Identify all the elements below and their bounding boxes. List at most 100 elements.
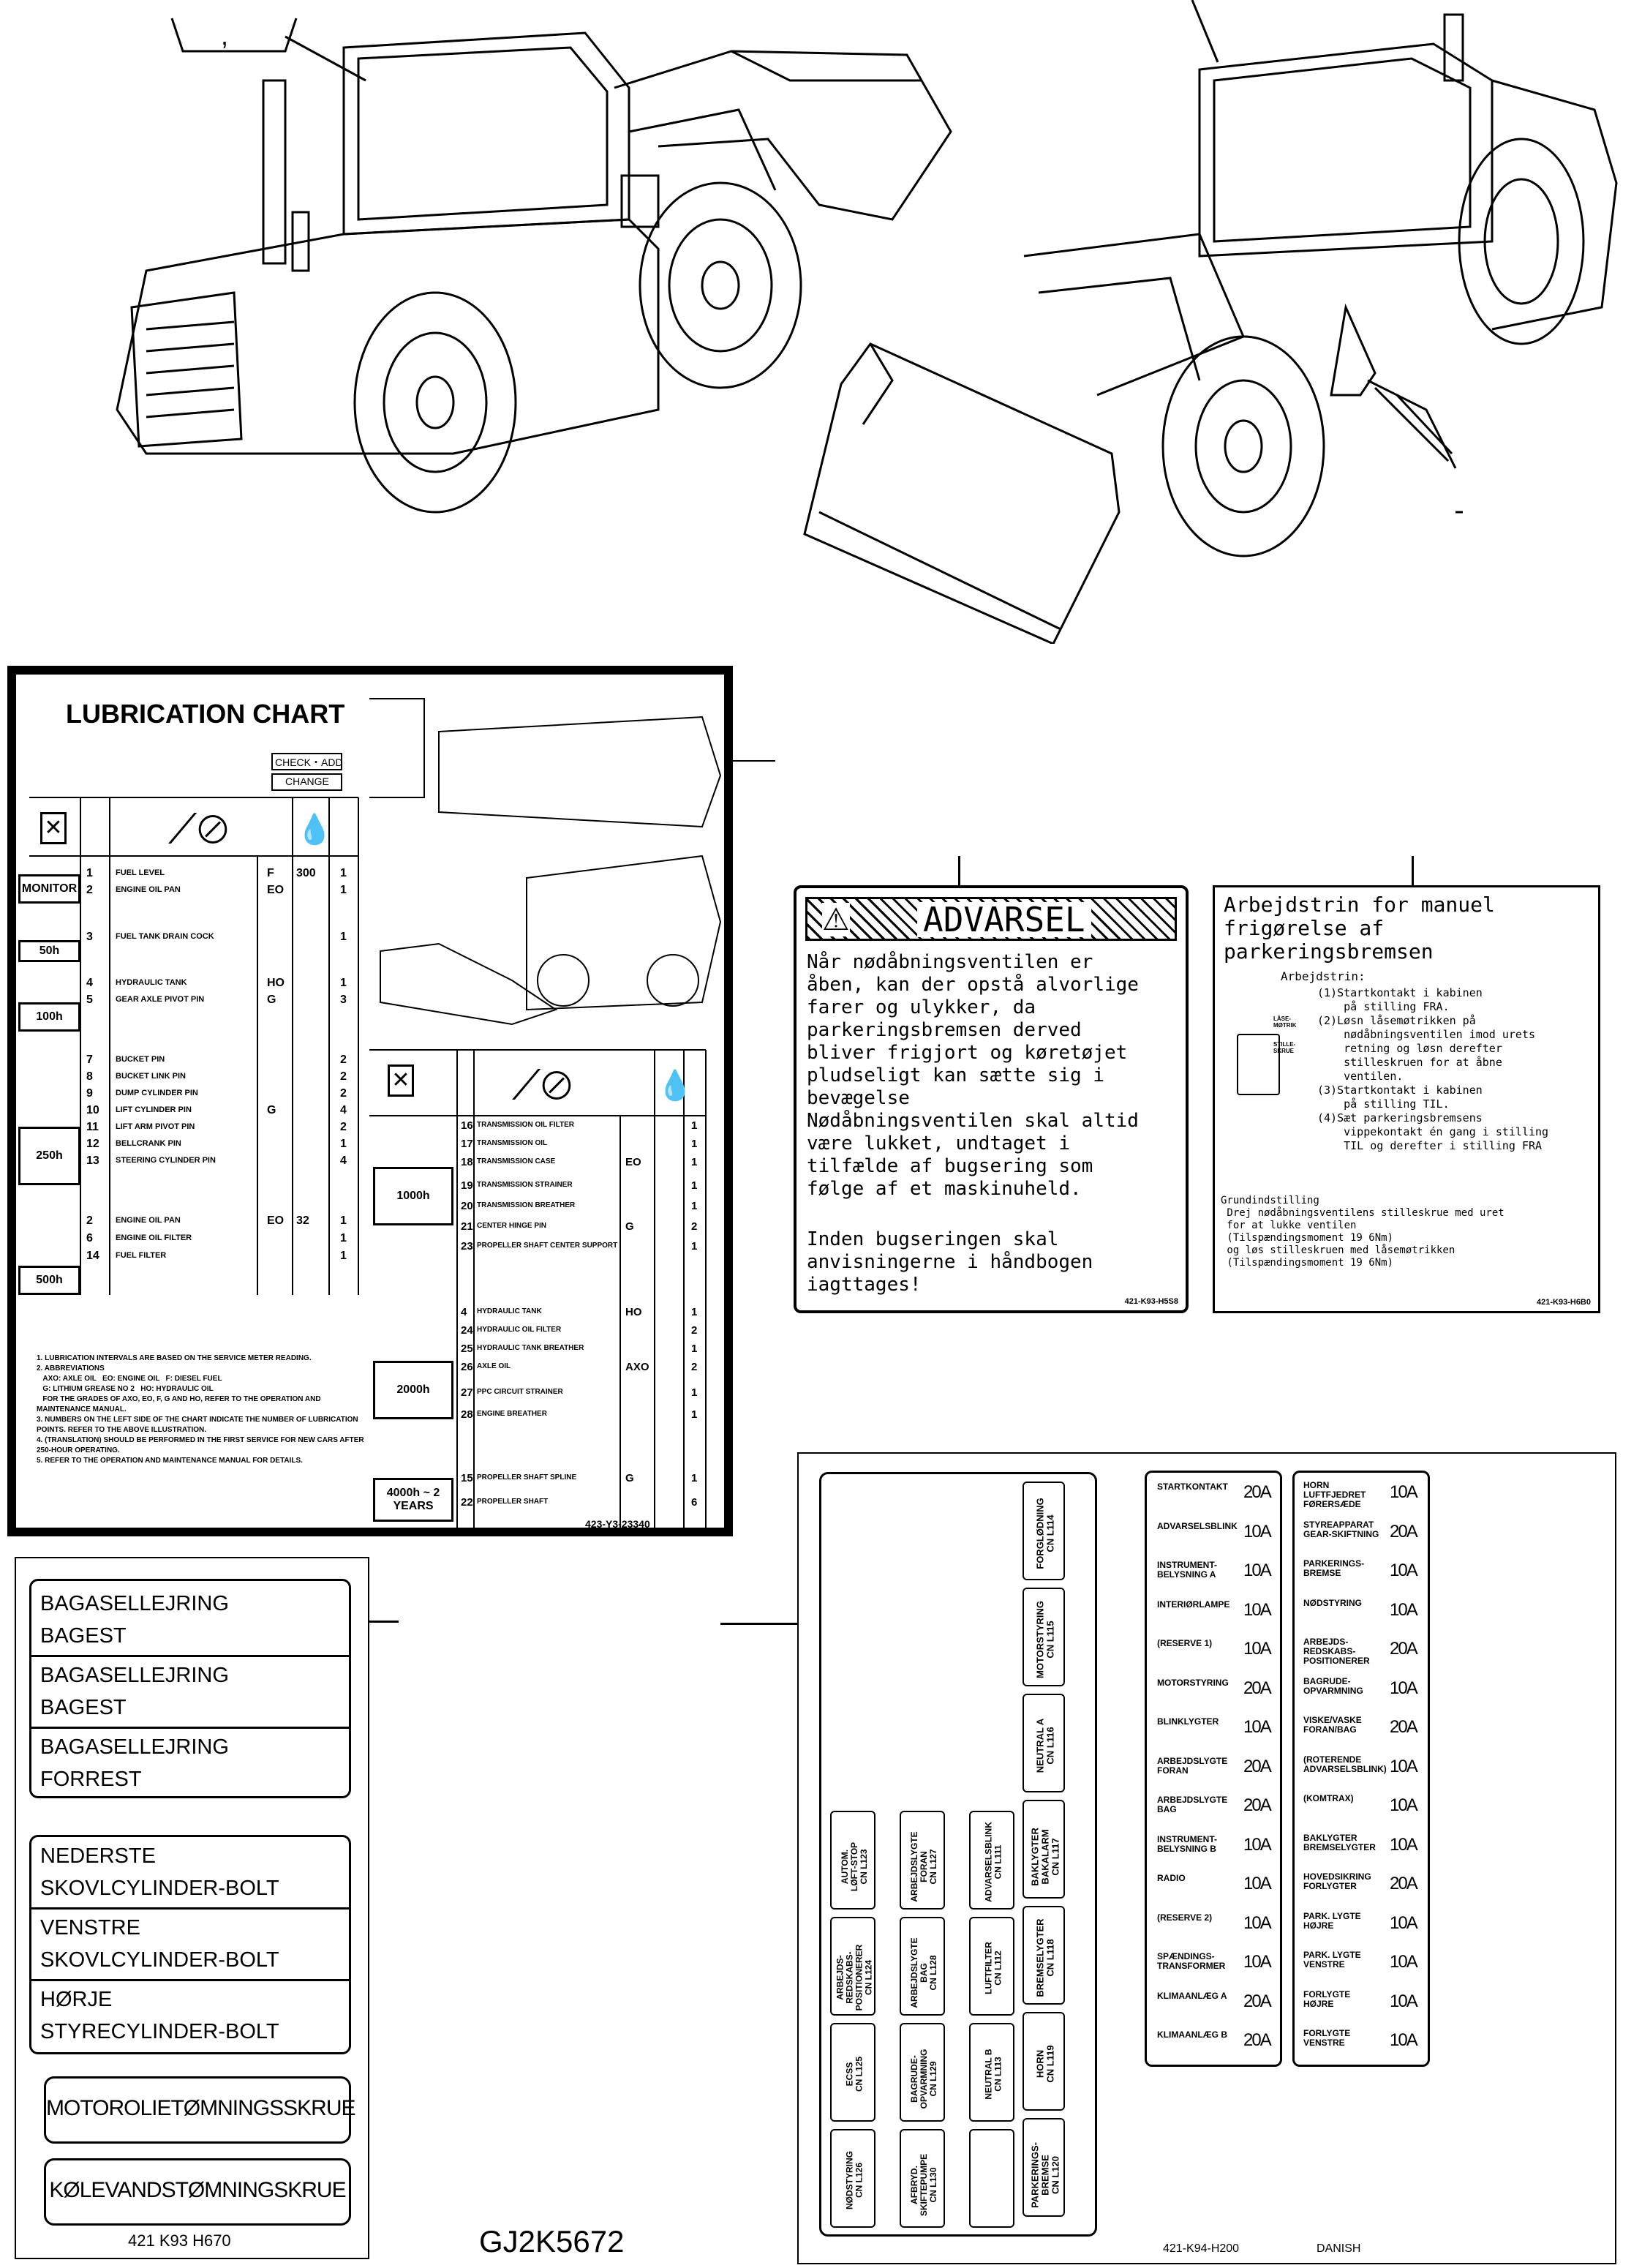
lube-row-name: LIFT CYLINDER PIN <box>116 1105 192 1114</box>
lube-row-count: 1 <box>340 1214 347 1227</box>
lube-row-count: 4 <box>340 1154 347 1167</box>
lube-row-name: FUEL TANK DRAIN COCK <box>116 932 214 941</box>
fuse-name: PARK. LYGTE VENSTRE <box>1303 1950 1361 1970</box>
fuse-name: INTERIØRLAMPE <box>1157 1599 1230 1610</box>
lube-row-oil: G <box>267 994 276 1006</box>
lube-row-count: 2 <box>691 1361 698 1373</box>
fuse-amp: 20A <box>1390 1639 1418 1659</box>
lube-row-code: 15 <box>461 1472 473 1484</box>
advarsel-leader <box>958 856 960 885</box>
fuse-name: ARBEJDSLYGTE FORAN <box>1157 1755 1228 1776</box>
lube-change-label: CHANGE <box>285 776 329 787</box>
lube-row-code: 24 <box>461 1324 473 1337</box>
relay-label: NEUTRAL B CN L113 <box>983 2049 1003 2100</box>
oil-drop-icon-b: 💧 <box>657 1070 693 1102</box>
lube-row-name: ENGINE OIL FILTER <box>116 1233 192 1242</box>
arbejd-partno: 421-K93-H6B0 <box>1537 1298 1591 1307</box>
lube-row-count: 1 <box>691 1200 698 1212</box>
lube-row-code: 5 <box>86 994 93 1006</box>
interval-arrow: 500h <box>18 1266 80 1295</box>
lube-row-code: 9 <box>86 1087 93 1100</box>
lube-row-count: 1 <box>340 884 347 896</box>
lube-row-name: PPC CIRCUIT STRAINER <box>477 1388 563 1396</box>
relay-cell: ARBEJDSLYGTE BAG CN L128 <box>900 1917 945 2016</box>
lube-check-icon: ✕ <box>40 812 67 844</box>
lube-row-code: 1 <box>86 867 93 879</box>
lube-row-name: BUCKET PIN <box>116 1055 165 1064</box>
lube-row-name: TRANSMISSION CASE <box>477 1157 556 1165</box>
lube-row-code: 11 <box>86 1121 99 1133</box>
lube-row-code: 20 <box>461 1200 473 1212</box>
lube-row-name: PROPELLER SHAFT SPLINE <box>477 1473 577 1482</box>
machine-illustrations <box>116 0 1618 644</box>
top-marker: , <box>221 20 229 50</box>
lube-row-code: 14 <box>86 1250 99 1262</box>
fuse-amp: 10A <box>1243 1717 1272 1737</box>
relay-cell: NØDSTYRING CN L126 <box>830 2129 875 2228</box>
lube-row-name: CENTER HINGE PIN <box>477 1222 547 1230</box>
lube-row-name: FUEL LEVEL <box>116 868 165 877</box>
advarsel-body2: Inden bugseringen skal anvisningerne i h… <box>807 1228 1093 1296</box>
lube-row-count: 2 <box>340 1054 347 1066</box>
labels-group-2-box <box>29 1835 351 2054</box>
lube-row-code: 27 <box>461 1386 473 1399</box>
fuse-name: (RESERVE 2) <box>1157 1912 1213 1923</box>
fuse-name: ARBEJDSLYGTE BAG <box>1157 1795 1228 1814</box>
lube-row-name: AXLE OIL <box>477 1362 511 1370</box>
fuse-amp: 10A <box>1390 1834 1418 1855</box>
lube-row-code: 2 <box>86 884 93 896</box>
lube-row-count: 1 <box>340 977 347 989</box>
lube-row-code: 28 <box>461 1408 473 1421</box>
relay-label: ARBEJDS- REDSKABS- POSITIONERER CN L124 <box>835 1944 874 2011</box>
arbejd-leader <box>1412 856 1414 885</box>
lube-row-code: 18 <box>461 1156 473 1168</box>
fuse-name: KLIMAANLÆG A <box>1157 1990 1227 2001</box>
arbejd-fig-lasemotrik: LÅSE- MØTRIK <box>1273 1015 1297 1029</box>
relay-cell: BAKLYGTER BAKALARM CN L117 <box>1023 1800 1065 1899</box>
lube-row-oil: F <box>267 867 274 879</box>
fuse-name: BLINKLYGTER <box>1157 1716 1219 1727</box>
fuse-name: NØDSTYRING <box>1303 1597 1363 1608</box>
labels-partno: 421 K93 H670 <box>128 2231 231 2250</box>
label-divider <box>29 1907 351 1910</box>
lube-row-name: LIFT ARM PIVOT PIN <box>116 1122 195 1131</box>
lube-row-oil: G <box>625 1220 634 1233</box>
lube-notes: 1. LUBRICATION INTERVALS ARE BASED ON TH… <box>37 1354 364 1465</box>
fuse-amp: 10A <box>1390 1599 1418 1620</box>
fuse-name: HOVEDSIKRING FORLYGTER <box>1303 1871 1371 1891</box>
lube-row-code: 10 <box>86 1104 99 1116</box>
relay-label: BAGRUDE- OPVARMNING CN L129 <box>909 2049 938 2109</box>
label-item: BAGASELLEJRING BAGEST <box>40 1592 229 1648</box>
fuse-name: ARBEJDS- REDSKABS- POSITIONERER <box>1303 1637 1370 1666</box>
advarsel-header: ⚠ ADVARSEL <box>805 897 1177 941</box>
fuse-name: (KOMTRAX) <box>1303 1793 1354 1803</box>
grease-gun-icon-b: ⟋⊘ <box>512 1062 573 1108</box>
lube-check-icon-b: ✕ <box>388 1064 414 1097</box>
fuse-amp: 10A <box>1390 1912 1418 1933</box>
relay-cell: ECSS CN L125 <box>830 2023 875 2122</box>
relay-label: NEUTRAL A CN L116 <box>1034 1718 1056 1773</box>
relay-label: BAKLYGTER BAKALARM CN L117 <box>1029 1828 1061 1886</box>
lube-row-name: ENGINE OIL PAN <box>116 885 181 894</box>
relay-cell: FORGLØDNING CN L114 <box>1023 1482 1065 1580</box>
interval-arrow: 1000h <box>373 1167 453 1225</box>
advarsel-body: Når nødåbningsventilen er åben, kan der … <box>807 951 1139 1200</box>
fuse-name: FORLYGTE HØJRE <box>1303 1989 1351 2009</box>
fuse-name: PARK. LYGTE HØJRE <box>1303 1910 1361 1931</box>
fuse-amp: 20A <box>1243 2030 1272 2050</box>
label-big-1: MOTOROLIETØMNINGSSKRUE <box>44 2076 356 2144</box>
fuse-amp: 10A <box>1243 1834 1272 1855</box>
relay-label: BREMSELYGTER CN L118 <box>1034 1918 1056 1997</box>
fuse-name: KLIMAANLÆG B <box>1157 2029 1227 2040</box>
interval-arrow-label: 500h <box>36 1274 63 1286</box>
lube-row-code: 4 <box>461 1306 467 1318</box>
relay-cell: AFBRYD. SKIFTEPUMPE CN L130 <box>900 2129 945 2228</box>
lube-row-count: 2 <box>691 1220 698 1233</box>
lube-row-count: 1 <box>691 1386 698 1399</box>
interval-arrow-label: 2000h <box>396 1383 430 1396</box>
lube-row-name: BUCKET LINK PIN <box>116 1072 186 1081</box>
labels-sheet <box>15 1557 369 2259</box>
lube-partno: 423-Y3-23340 <box>585 1518 650 1530</box>
relay-cell: BREMSELYGTER CN L118 <box>1023 1906 1065 2005</box>
lube-row-count: 1 <box>691 1408 698 1421</box>
